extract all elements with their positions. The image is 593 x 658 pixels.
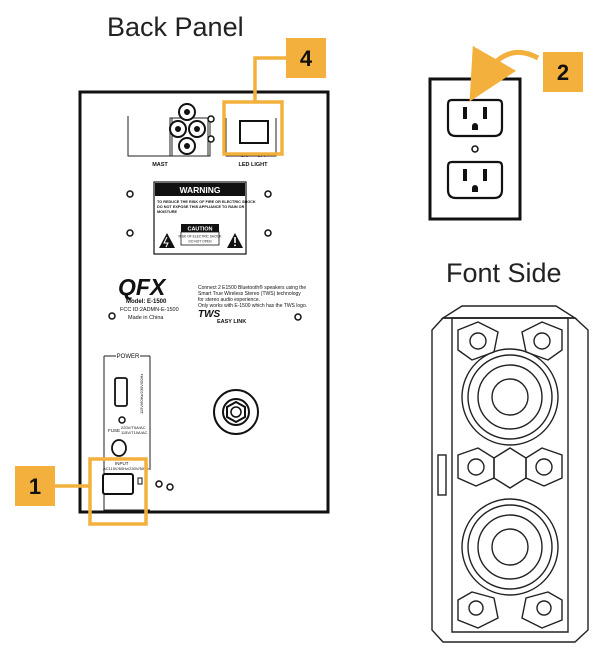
callout-1-highlight	[88, 457, 148, 526]
voltage-label: 115V/60Hz/230V/50Hz	[139, 374, 144, 414]
callout-4-number: 4	[300, 46, 313, 71]
connect-line-2: Smart True Wireless Stereo (TWS) technol…	[198, 291, 301, 297]
audio-jack[interactable]	[213, 389, 259, 435]
lightning-warning-icon	[159, 233, 175, 248]
warning-title: WARNING	[179, 185, 220, 195]
power-label: POWER	[117, 354, 140, 360]
callout-2-arrow	[469, 45, 540, 102]
front-side-title: Font Side	[446, 258, 562, 288]
warning-line-3: MOISTURE	[157, 210, 178, 214]
power-section: POWER 115V/60Hz/230V/50Hz FUSE 220V/T5A/…	[102, 354, 151, 511]
easy-link-text: EASY LINK	[217, 319, 246, 325]
led-light-label: LED LIGHT	[238, 162, 268, 168]
lower-socket[interactable]	[446, 160, 504, 200]
mast-socket: MAST	[127, 103, 215, 168]
fuse-holder[interactable]	[111, 439, 127, 457]
warning-label: WARNING TO REDUCE THE RISK OF FIRE OR EL…	[153, 181, 256, 255]
connect-line-3: for stereo audio experience.	[198, 297, 260, 303]
brand-info: QFX Model: E-1500 FCC ID:2ADMN-E-1500 Ma…	[118, 274, 307, 325]
callout-2-number: 2	[557, 60, 569, 85]
back-panel: MAST ON OFF LED LIGHT WARNING T	[78, 90, 330, 514]
caution-line-2: DO NOT OPEN	[188, 240, 212, 244]
ac-power-input[interactable]	[102, 473, 134, 495]
warning-line-2: DO NOT EXPOSE THIS APPLIANCE TO RAIN OR	[157, 205, 245, 209]
back-panel-title: Back Panel	[107, 12, 244, 42]
bottom-horns	[457, 591, 563, 629]
wall-outlet	[428, 77, 522, 221]
connect-line-4: Only works with E-1500 which has the TWS…	[198, 303, 307, 309]
fuse-line-1: 220V/T5A/AC	[121, 425, 146, 430]
fuse-label: FUSE	[108, 428, 120, 433]
callout-4-highlight	[222, 100, 284, 156]
caution-line-1: RISK OF ELECTRIC SHOCK	[178, 235, 222, 239]
upper-socket[interactable]	[446, 98, 504, 138]
callout-1-number: 1	[29, 474, 41, 499]
made-in-text: Made in China	[128, 315, 164, 321]
warning-line-1: TO REDUCE THE RISK OF FIRE OR ELECTRIC S…	[157, 200, 256, 204]
caution-title: CAUTION	[187, 227, 212, 233]
front-speaker	[431, 305, 589, 643]
callout-4: 4	[222, 38, 326, 156]
fuse-line-2: 115V/T10A/AC	[121, 430, 147, 435]
upper-woofer	[461, 348, 559, 446]
mast-label: MAST	[152, 162, 168, 168]
callout-2: 2	[469, 45, 583, 102]
input-label: INPUT	[115, 461, 129, 466]
fcc-id-text: FCC ID:2ADMN-E-1500	[120, 307, 179, 313]
tws-logo: TWS	[198, 309, 221, 320]
switch-on-label: ON	[240, 153, 248, 159]
middle-horns	[457, 447, 563, 489]
lower-woofer	[461, 498, 559, 596]
switch-off-label: OFF	[257, 153, 267, 159]
connect-line-1: Connect 2 E1500 Bluetooth® speakers usin…	[198, 284, 306, 291]
brand-logo: QFX	[118, 274, 167, 300]
screw-holes	[108, 190, 302, 491]
input-spec: AC115V/60Hz/230V/50Hz	[103, 466, 149, 471]
callout-1: 1	[15, 457, 148, 526]
power-switch[interactable]	[114, 377, 128, 407]
model-text: Model: E-1500	[126, 299, 167, 305]
led-light-switch[interactable]: ON OFF LED LIGHT	[225, 118, 277, 168]
